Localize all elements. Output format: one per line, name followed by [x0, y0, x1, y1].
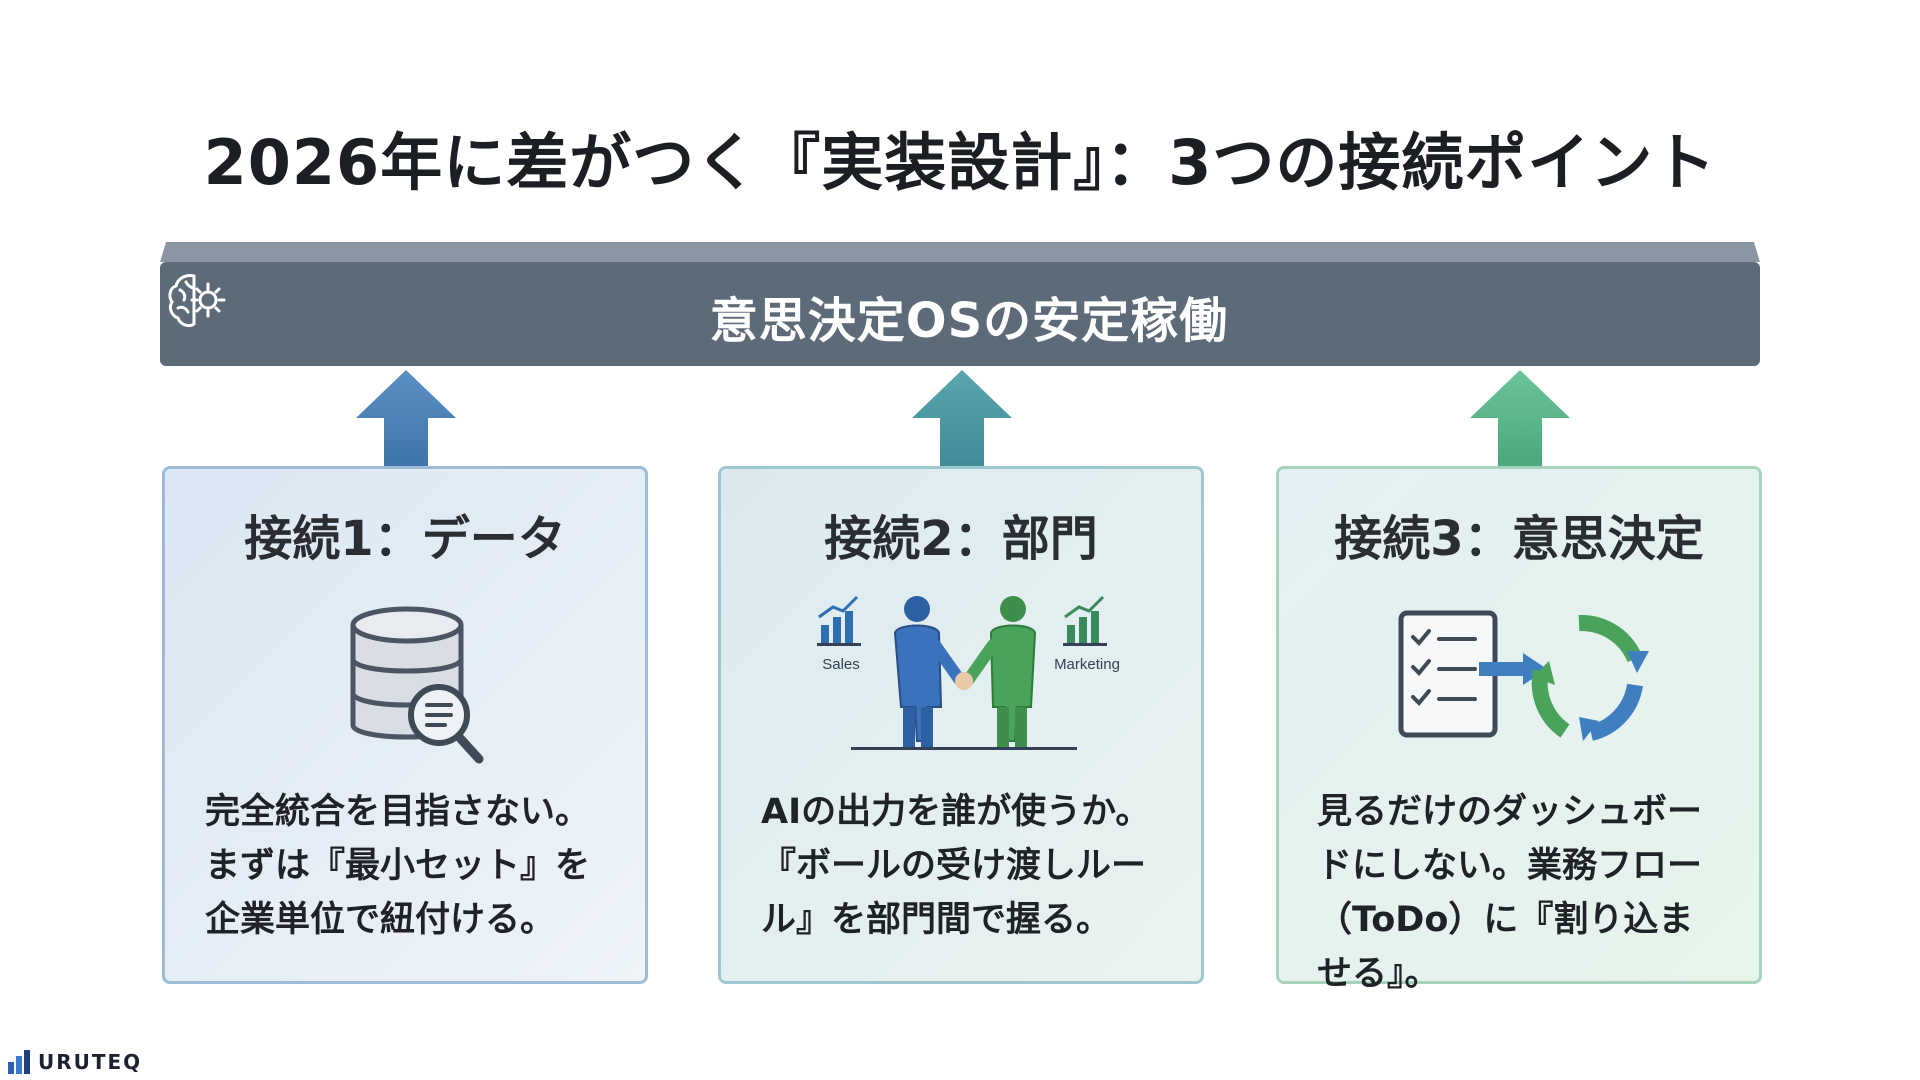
logo-text: URUTEQ — [38, 1050, 143, 1074]
page-title: 2026年に差がつく『実装設計』：3つの接続ポイント — [203, 126, 1717, 199]
bar-chart-icon — [817, 595, 861, 646]
up-arrow-2 — [912, 370, 1012, 468]
marketing-label: Marketing — [1054, 656, 1120, 673]
checklist-cycle-icon — [1398, 610, 1649, 741]
card-department: 接続2：部門 Sales Marketing — [718, 466, 1204, 984]
bar-chart-icon — [1063, 595, 1107, 646]
card-description: 見るだけのダッシュボー ドにしない。業務フロー （ToDo）に『割り込ま せる』… — [1317, 792, 1703, 994]
logo-icon — [8, 1050, 30, 1074]
banner-label: 意思決定OSの安定稼働 — [709, 293, 1229, 349]
card-description: AIの出力を誰が使うか。 『ボールの受け渡しルー ル』を部門間で握る。 — [761, 792, 1151, 940]
sales-label: Sales — [822, 656, 860, 673]
card-decision: 接続3：意思決定 見るだけのダッシュボー ドにしない。業務フロー （ToDo）に… — [1276, 466, 1762, 994]
card-data: 接続1：データ 完全統合を目指さない。 まずは『最小セット』を 企業単位で紐付け… — [162, 466, 648, 984]
card-description: 完全統合を目指さない。 まずは『最小セット』を 企業単位で紐付ける。 — [205, 792, 591, 940]
up-arrow-3 — [1470, 370, 1570, 468]
brand-logo: URUTEQ — [8, 1050, 142, 1074]
up-arrow-1 — [356, 370, 456, 468]
card-title: 接続3：意思決定 — [1334, 511, 1704, 567]
database-search-icon — [350, 606, 484, 764]
os-banner: 意思決定OSの安定稼働 — [160, 240, 1760, 368]
card-title: 接続2：部門 — [824, 511, 1098, 567]
card-title: 接続1：データ — [244, 511, 566, 567]
handshake-icon: Sales Marketing — [817, 595, 1120, 750]
